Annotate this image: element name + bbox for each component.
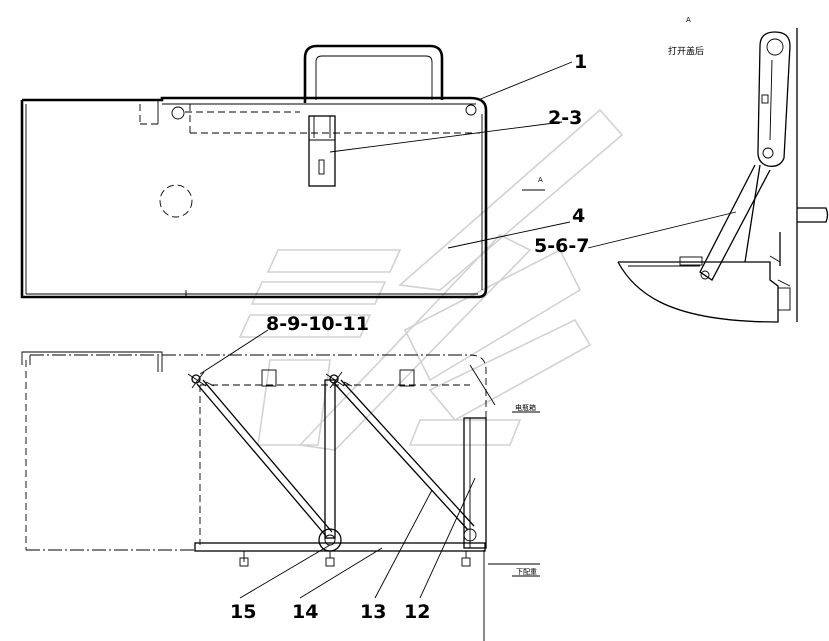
- pivot-15: [318, 528, 342, 552]
- support-column: [324, 379, 336, 539]
- bracket-12: [463, 417, 487, 549]
- section-marker: A: [538, 176, 543, 184]
- latch: [308, 115, 336, 187]
- hidden-hole: [159, 184, 193, 218]
- lid-handle: [303, 44, 444, 103]
- toolbox-upper-view: A: [20, 44, 545, 299]
- detail-box-arc: [617, 261, 779, 323]
- clamp-right: [325, 371, 353, 389]
- detail-view-a: A 打开盖后: [617, 16, 829, 323]
- support-rod-left: [196, 383, 327, 537]
- toolbox-lower-view: [21, 351, 496, 641]
- callouts: 1 2-3 4 5-6-7 8-9-10-11 15 14 13 12: [230, 51, 589, 623]
- leader-lines: [199, 61, 737, 599]
- detail-view-title: 打开盖后: [668, 45, 704, 57]
- lid: [22, 96, 488, 111]
- note-lower-counterweight: 下配重: [516, 568, 537, 576]
- callout-14: 14: [292, 601, 318, 623]
- detail-strut: [699, 164, 771, 281]
- callout-5-6-7: 5-6-7: [534, 235, 589, 257]
- note-battery-box: 电瓶箱: [515, 403, 536, 412]
- support-rod-13: [334, 383, 469, 531]
- hinge-arm: [757, 31, 791, 167]
- watermark-logo: [238, 108, 624, 451]
- callout-1: 1: [574, 51, 587, 73]
- callout-8-9-10-11: 8-9-10-11: [266, 313, 369, 335]
- callout-15: 15: [230, 601, 256, 623]
- clamp-left: [187, 371, 215, 389]
- detail-view-label: A: [686, 16, 691, 24]
- callout-4: 4: [572, 205, 585, 227]
- callout-12: 12: [404, 601, 430, 623]
- box-body: [20, 100, 488, 299]
- callout-13: 13: [360, 601, 386, 623]
- callout-2-3: 2-3: [548, 107, 582, 129]
